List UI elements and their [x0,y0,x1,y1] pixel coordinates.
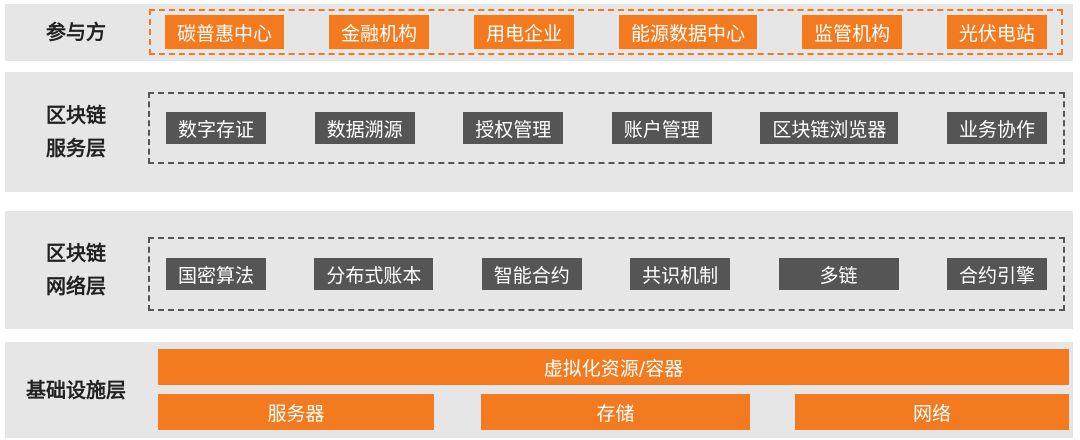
service-label: 区块链 服务层 [46,103,106,160]
infra-bar-2: 网络 [795,394,1069,430]
network-layer: 区块链 网络层 国密算法 分布式账本 智能合约 共识机制 多链 合约引擎 [5,211,1073,329]
participants-box: 碳普惠中心 金融机构 用电企业 能源数据中心 监管机构 光伏电站 [149,9,1063,55]
virtual-resources-bar: 虚拟化资源/容器 [158,349,1069,385]
network-chip-2: 智能合约 [481,258,582,290]
network-label: 区块链 网络层 [46,241,106,298]
network-chip-4: 多链 [778,258,899,290]
service-chip-4: 区块链浏览器 [760,112,899,144]
service-chip-0: 数字存证 [166,112,267,144]
participants-layer: 参与方 碳普惠中心 金融机构 用电企业 能源数据中心 监管机构 光伏电站 [5,4,1073,61]
service-box: 数字存证 数据溯源 授权管理 账户管理 区块链浏览器 业务协作 [148,92,1065,164]
service-chip-5: 业务协作 [946,112,1047,144]
participant-chip-2: 用电企业 [473,15,574,49]
service-layer: 区块链 服务层 数字存证 数据溯源 授权管理 账户管理 区块链浏览器 业务协作 [5,72,1073,192]
service-chip-3: 账户管理 [611,112,712,144]
participant-chip-1: 金融机构 [328,15,429,49]
network-chip-5: 合约引擎 [946,258,1047,290]
infra-bar-1: 存储 [481,394,750,430]
network-chip-1: 分布式账本 [314,258,434,290]
network-chip-3: 共识机制 [630,258,731,290]
participant-chip-4: 监管机构 [801,15,902,49]
participants-label: 参与方 [46,20,106,44]
participant-chip-5: 光伏电站 [946,15,1047,49]
participant-chip-3: 能源数据中心 [618,15,757,49]
network-box: 国密算法 分布式账本 智能合约 共识机制 多链 合约引擎 [148,237,1065,311]
infra-bar-0: 服务器 [158,394,434,430]
participant-chip-0: 碳普惠中心 [165,15,285,49]
network-chip-0: 国密算法 [166,258,267,290]
infrastructure-label: 基础设施层 [26,377,126,402]
infrastructure-layer: 基础设施层 虚拟化资源/容器 服务器 存储 网络 [5,342,1073,438]
service-chip-2: 授权管理 [463,112,564,144]
service-chip-1: 数据溯源 [314,112,415,144]
